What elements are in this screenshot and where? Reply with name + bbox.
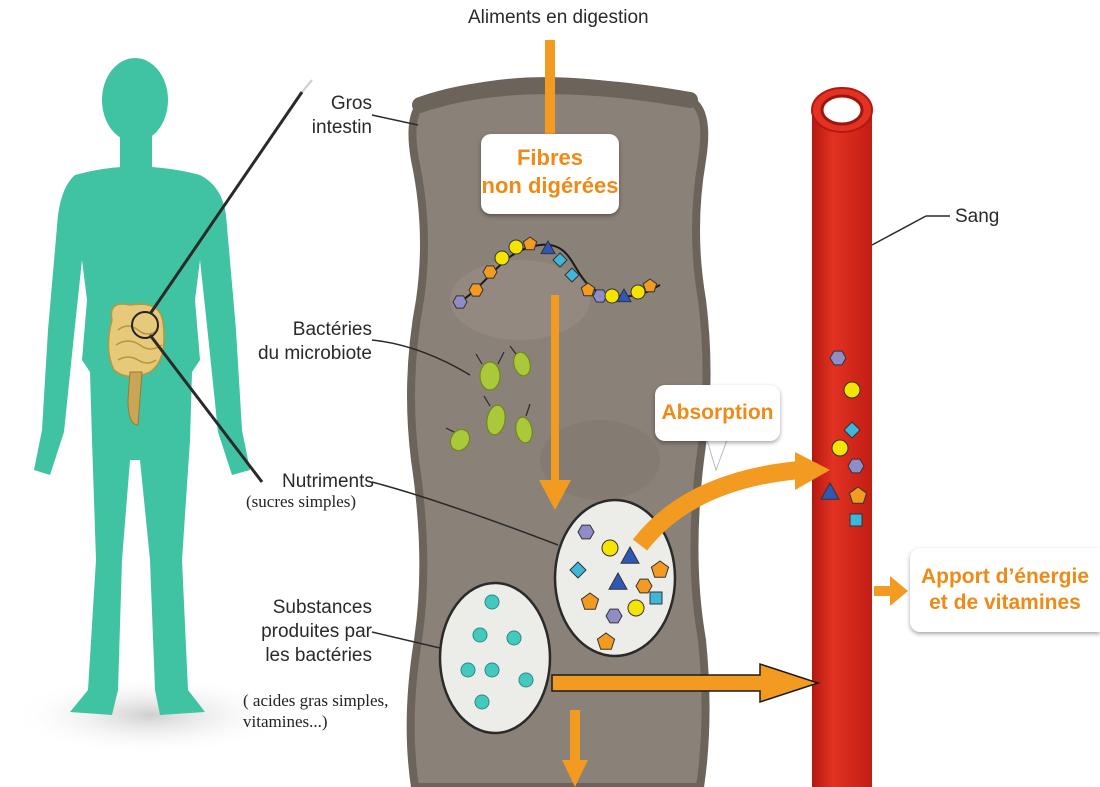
molecule-circle [628,600,644,616]
molecule-circle [509,240,523,254]
label-bacteries-line1: Bactéries [246,318,372,342]
molecule-hex [830,351,846,365]
label-substances-note-line1: ( acides gras simples, [243,690,388,711]
apport-line1: Apport d’énergie [910,564,1100,590]
molecule-hex [483,266,497,278]
apport-line2: et de vitamines [910,590,1100,616]
label-gros-intestin-line2: intestin [310,116,372,140]
molecule-hex [453,296,467,308]
label-substances-line2: produites par [250,620,372,644]
blood-vessel [812,88,872,787]
fibres-box: Fibres non digérées [481,134,619,214]
fibres-line2: non digérées [481,172,619,200]
label-substances-line1: Substances [250,596,372,620]
molecule-hex [469,284,483,296]
label-nutriments-note: (sucres simples) [246,491,356,512]
label-substances-line3: les bactéries [250,644,372,668]
label-aliments: Aliments en digestion [468,6,649,30]
molecule-circle [495,251,509,265]
label-substances-note: ( acides gras simples, vitamines...) [243,690,388,732]
molecule-hex [636,579,652,593]
molecule-hex [848,459,864,473]
molecule-circle [844,382,860,398]
fibres-line1: Fibres [481,144,619,172]
label-substances-note-line2: vitamines...) [243,711,388,732]
molecule-square [850,514,862,526]
label-gros-intestin-line1: Gros [310,92,372,116]
label-bacteries-line2: du microbiote [246,342,372,366]
molecule-square [650,592,662,604]
molecule-hex [578,525,594,539]
apport-arrow [874,576,908,606]
label-substances: Substances produites par les bactéries [250,596,372,668]
body-silhouette [34,58,250,715]
label-gros-intestin: Gros intestin [310,92,372,140]
absorption-box: Absorption [655,385,780,441]
substances-circle [440,583,550,733]
label-sang: Sang [955,205,999,229]
apport-box: Apport d’énergie et de vitamines [910,548,1100,632]
molecule-circle [832,440,848,456]
molecule-hex [606,609,622,623]
molecule-circle [602,540,618,556]
label-bacteries: Bactéries du microbiote [246,318,372,366]
molecule-circle [631,285,645,299]
